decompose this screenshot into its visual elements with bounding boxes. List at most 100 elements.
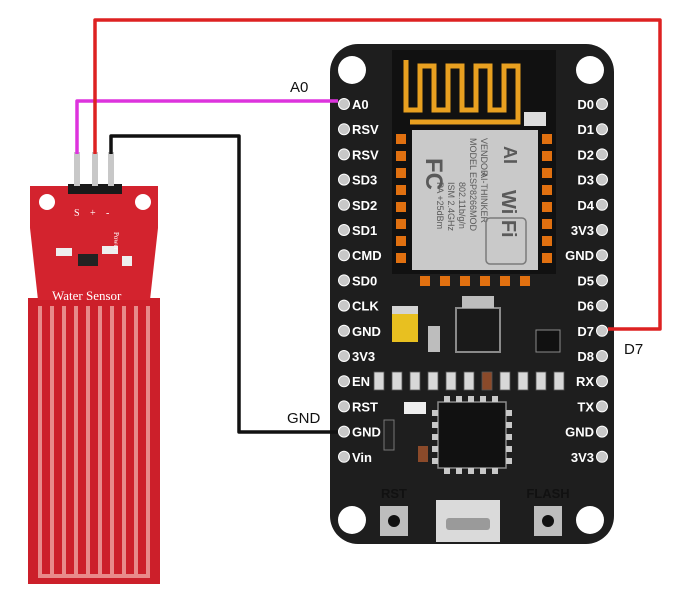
right-pin-1 [596,123,608,136]
sensor-pin-minus-label: - [106,208,109,219]
right-pin-label-10: D8 [577,349,594,364]
right-pin-2 [596,148,608,161]
smd-resistor-left [383,419,395,451]
left-pin-label-4: SD2 [352,198,377,213]
water-sensor: Power S + - Water Sensor [28,152,160,584]
left-pin-label-14: Vin [352,450,372,465]
module-pad-right-4 [542,202,552,212]
right-pin-label-4: D4 [577,198,594,213]
voltage-regulator [455,307,501,353]
regulator-tab [462,296,494,308]
board-mount-hole-tr [576,56,604,84]
sensor-trace-5 [98,306,102,578]
chip-pin-right-3 [506,446,512,452]
board-mount-hole-br [576,506,604,534]
chip-pin-left-2 [432,434,438,440]
sensor-head [30,186,158,300]
pa-label: PA +25dBm [435,182,445,229]
sensor-trace-6 [110,306,114,578]
module-pad-left-1 [396,151,406,161]
rst-button-cap[interactable] [388,515,400,527]
left-pin-0 [338,98,350,110]
sensor-trace-2 [62,306,66,578]
vendor-value: AI-THINKER [479,172,489,224]
left-pin-label-10: 3V3 [352,349,375,364]
sensor-trace-0 [38,306,42,578]
smd-capacitor-brown [418,446,428,462]
right-pin-label-13: GND [565,425,594,440]
module-pad-left-4 [396,202,406,212]
nodemcu-board: FC AI Wi Fi MODEL ESP8266MOD VENDOR AI-T… [330,44,614,544]
left-pin-label-12: RST [352,399,378,414]
wire-gnd-black [109,134,338,434]
right-pin-label-2: D2 [577,147,594,162]
sensor-led [122,256,132,266]
module-pad-bottom-4 [500,276,510,286]
left-pin-label-7: SD0 [352,273,377,288]
wifi-standard-label: 802.11b/g/n [457,182,467,229]
right-pin-label-6: GND [565,248,594,263]
usb-serial-chip [437,401,507,469]
sensor-trace-bus [38,574,150,578]
wire-d7-red [93,18,662,331]
module-pad-left-5 [396,219,406,229]
left-pin-label-3: SD3 [352,173,377,188]
sensor-trace-4 [86,306,90,578]
sensor-pin-minus [108,152,114,186]
chip-pin-left-3 [432,446,438,452]
module-pad-left-3 [396,185,406,195]
sensor-trace-3 [74,306,78,578]
chip-pin-top-1 [456,396,462,402]
flash-button-cap[interactable] [542,515,554,527]
left-pin-5 [338,224,350,236]
right-pin-label-8: D6 [577,299,594,314]
wire-label-a0: A0 [290,79,308,96]
module-pad-left-7 [396,253,406,263]
wifi-antenna [403,60,521,125]
right-pin-14 [596,450,608,463]
vendor-label: VENDOR [479,138,489,177]
module-pad-left-2 [396,168,406,178]
wire-label-gnd: GND [287,410,321,427]
left-pin-1 [338,123,350,136]
smd-part-7 [499,371,511,391]
sensor-trace-1 [50,306,54,578]
smd-part-8 [517,371,529,391]
module-pad-right-0 [542,134,552,144]
left-pin-header: A0RSVRSVSD3SD2SD1CMDSD0CLKGND3V3ENRSTGND… [338,97,382,465]
right-pin-13 [596,425,608,438]
smd-part-5 [463,371,475,391]
esp12-antenna-chip [524,112,546,126]
chip-pin-right-2 [506,434,512,440]
smd-part-1 [391,371,403,391]
sensor-transistor [78,254,98,266]
usb-serial-chip-pins [432,396,512,474]
diode-chip [428,326,440,352]
left-pin-10 [338,350,350,362]
left-pin-label-1: RSV [352,122,379,137]
smd-component-row [373,371,565,391]
sensor-trace-7 [122,306,126,578]
left-pin-14 [338,450,350,463]
right-pin-12 [596,400,608,413]
model-value: ESP8266MOD [468,172,478,232]
right-pin-8 [596,299,608,312]
crystal [404,402,426,414]
smd-part-0 [373,371,385,391]
sensor-pin-s-label: S [74,208,80,219]
left-pin-4 [338,198,350,211]
module-pad-right-6 [542,236,552,246]
micro-usb-opening [446,518,490,530]
module-pad-right-7 [542,253,552,263]
sensor-pin-plus [92,152,98,186]
left-pin-label-13: GND [352,425,381,440]
esp12-castellated-pads [396,134,552,286]
right-pin-label-0: D0 [577,97,594,112]
right-pin-label-9: D7 [577,324,594,339]
sensor-pin-plus-label: + [90,208,96,219]
smd-part-4 [445,371,457,391]
chip-pin-top-3 [480,396,486,402]
capacitor-band [392,306,418,314]
left-pin-label-0: A0 [352,97,369,112]
